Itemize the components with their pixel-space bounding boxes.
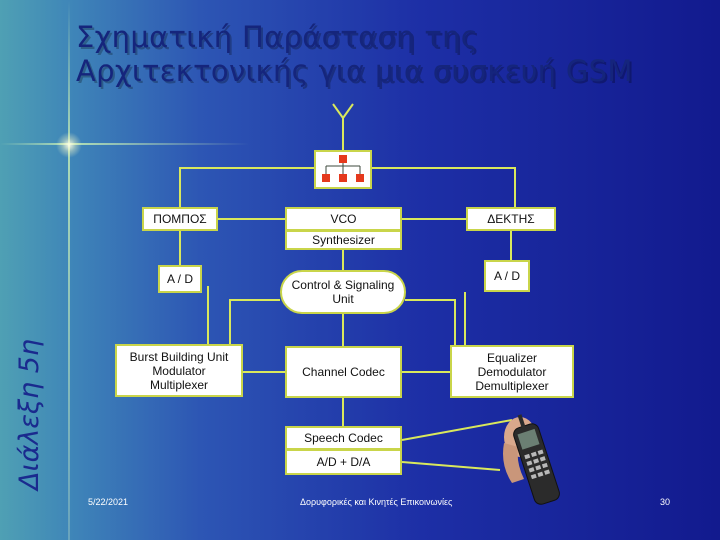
slide-title-line2: Αρχιτεκτονικής για μια συσκευή GSM — [76, 54, 633, 88]
burst-label-line2: Modulator — [152, 363, 206, 378]
slide-title: Σχηματική Παράσταση της Αρχιτεκτονικής γ… — [76, 20, 633, 88]
burst-building-box: Burst Building Unit Modulator Multiplexe… — [115, 344, 243, 397]
switch-to-rx — [372, 167, 516, 208]
duplexer-switch-icon — [322, 155, 364, 182]
equalizer-box: Equalizer Demodulator Demultiplexer — [450, 345, 574, 398]
channel-codec-box: Channel Codec — [285, 346, 402, 398]
receiver-label: ΔΕΚΤΗΣ — [487, 212, 535, 226]
control-label-line2: Unit — [332, 292, 354, 306]
title-shadow-line1: Σχηματική Παράσταση της — [78, 22, 481, 56]
footer-date: 5/22/2021 — [88, 497, 129, 507]
control-to-equalizer — [405, 299, 456, 346]
ad-left-box: A / D — [158, 265, 202, 293]
receiver-box: ΔΕΚΤΗΣ — [466, 207, 556, 231]
transmitter-label: ΠΟΜΠΟΣ — [153, 212, 207, 226]
duplexer-box — [314, 150, 372, 189]
antenna-right-arm — [342, 103, 354, 119]
ad-left-label: A / D — [166, 272, 193, 286]
slide-title-line1: Σχηματική Παράσταση της — [76, 20, 479, 54]
mobile-phone-icon — [503, 414, 560, 505]
ad-right-label: A / D — [493, 269, 520, 283]
speech-codec-box: Speech Codec — [285, 426, 402, 450]
title-shadow-line2: Αρχιτεκτονικής για μια συσκευή GSM — [78, 56, 635, 90]
burst-label-line3: Multiplexer — [149, 377, 209, 392]
vco-label: VCO — [330, 212, 357, 226]
control-label-line1: Control & Signaling — [291, 278, 395, 292]
speech-codec-label: Speech Codec — [304, 431, 383, 445]
decorative-horizontal-line — [0, 143, 250, 145]
footer-page-number: 30 — [660, 497, 671, 507]
ad-right-box: A / D — [484, 260, 530, 292]
control-to-burst — [229, 299, 280, 345]
ad-da-label: A/D + D/A — [316, 455, 371, 469]
antenna-left-arm — [332, 103, 344, 119]
channel-codec-label: Channel Codec — [302, 365, 385, 379]
vco-box: VCO — [285, 207, 402, 231]
title-shadow: Σχηματική Παράσταση της Αρχιτεκτονικής γ… — [78, 22, 635, 90]
synthesizer-box: Synthesizer — [285, 230, 402, 250]
speech-to-phone-1 — [401, 419, 513, 441]
speech-to-phone-2 — [401, 461, 501, 471]
burst-label-line1: Burst Building Unit — [129, 349, 229, 364]
synthesizer-label: Synthesizer — [312, 233, 375, 247]
ad-da-box: A/D + D/A — [285, 449, 402, 475]
control-signaling-unit: Control & Signaling Unit — [280, 270, 406, 314]
switch-to-tx — [179, 167, 315, 208]
decorative-vertical-line — [68, 0, 70, 540]
footer-course: Δορυφορικές και Κινητές Επικοινωνίες — [300, 497, 453, 507]
equalizer-label-line1: Equalizer — [486, 350, 538, 365]
transmitter-box: ΠΟΜΠΟΣ — [142, 207, 218, 231]
equalizer-label-line3: Demultiplexer — [475, 378, 549, 393]
equalizer-label-line2: Demodulator — [477, 364, 547, 379]
decorative-glow — [56, 132, 82, 158]
